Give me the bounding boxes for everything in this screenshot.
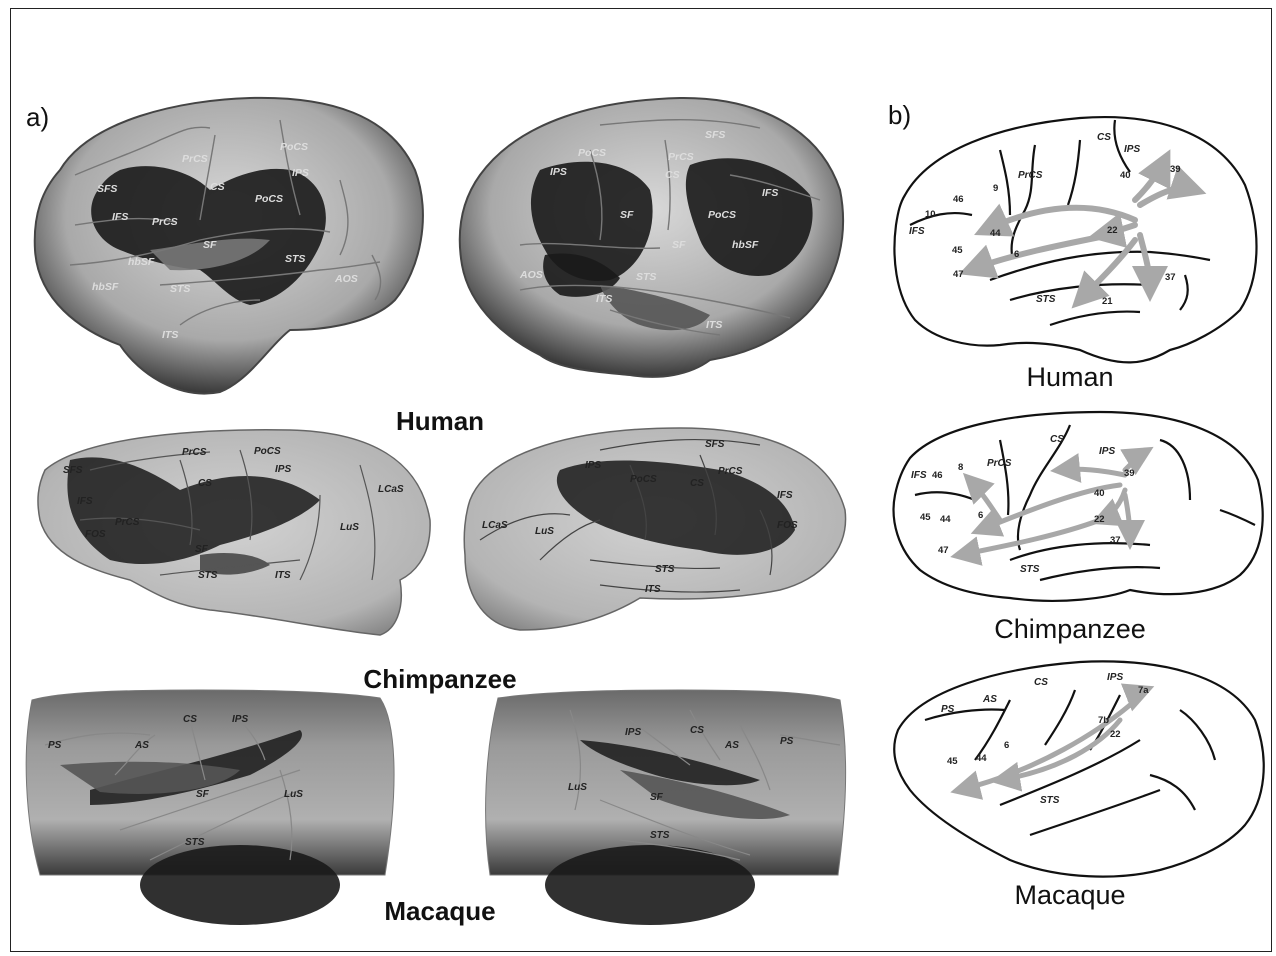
area-number: 45 bbox=[947, 756, 958, 767]
area-number: 40 bbox=[1120, 170, 1131, 181]
schematic-sulcus-label: CS bbox=[1034, 677, 1048, 688]
area-number: 40 bbox=[1094, 488, 1105, 499]
area-number: 44 bbox=[976, 753, 987, 764]
area-number: 45 bbox=[952, 245, 963, 256]
schematic-sulcus-label: IPS bbox=[1124, 144, 1140, 155]
area-number: 22 bbox=[1094, 514, 1105, 525]
area-number: 44 bbox=[990, 228, 1001, 239]
area-number: 37 bbox=[1165, 272, 1176, 283]
schematic-sulcus-label: PS bbox=[941, 704, 955, 715]
schematic-sulcus-label: CS bbox=[1050, 434, 1064, 445]
schematic-sulcus-label: CS bbox=[1097, 132, 1111, 143]
schematic-chimpanzee: CS IPS IFS PrCS STS 46 8 45 44 6 47 40 3… bbox=[894, 412, 1263, 601]
area-number: 6 bbox=[978, 510, 983, 521]
area-number: 46 bbox=[932, 470, 943, 481]
area-number: 37 bbox=[1110, 535, 1121, 546]
schematic-sulcus-label: PrCS bbox=[987, 458, 1012, 469]
schematic-macaque: PS AS CS IPS STS 45 44 6 7a 7b 22 bbox=[894, 661, 1264, 876]
schematic-sulcus-label: STS bbox=[1036, 294, 1056, 305]
area-number: 39 bbox=[1170, 164, 1181, 175]
schematic-sulcus-label: IFS bbox=[909, 226, 925, 237]
schematic-sulcus-label: AS bbox=[982, 694, 997, 705]
area-number: 6 bbox=[1014, 249, 1019, 260]
area-number: 7b bbox=[1098, 715, 1109, 726]
area-number: 9 bbox=[993, 183, 998, 194]
area-number: 22 bbox=[1107, 225, 1118, 236]
area-number: 10 bbox=[925, 209, 936, 220]
area-number: 44 bbox=[940, 514, 951, 525]
area-number: 7a bbox=[1138, 685, 1149, 696]
area-number: 45 bbox=[920, 512, 931, 523]
area-number: 47 bbox=[938, 545, 949, 556]
schematic-human: CS IPS PrCS IFS STS 46 9 10 44 45 47 6 4… bbox=[894, 117, 1256, 362]
schematic-sulcus-label: IPS bbox=[1099, 446, 1115, 457]
area-number: 39 bbox=[1124, 468, 1135, 479]
area-number: 8 bbox=[958, 462, 963, 473]
area-number: 6 bbox=[1004, 740, 1009, 751]
caption-b-macaque: Macaque bbox=[970, 880, 1170, 911]
area-number: 46 bbox=[953, 194, 964, 205]
caption-b-human: Human bbox=[970, 362, 1170, 393]
schematic-sulcus-label: STS bbox=[1040, 795, 1060, 806]
area-number: 21 bbox=[1102, 296, 1113, 307]
area-number: 47 bbox=[953, 269, 964, 280]
schematic-sulcus-label: PrCS bbox=[1018, 170, 1043, 181]
schematic-sulcus-label: IPS bbox=[1107, 672, 1123, 683]
schematic-sulcus-label: STS bbox=[1020, 564, 1040, 575]
area-number: 22 bbox=[1110, 729, 1121, 740]
schematic-sulcus-label: IFS bbox=[911, 470, 927, 481]
caption-b-chimpanzee: Chimpanzee bbox=[950, 614, 1190, 645]
